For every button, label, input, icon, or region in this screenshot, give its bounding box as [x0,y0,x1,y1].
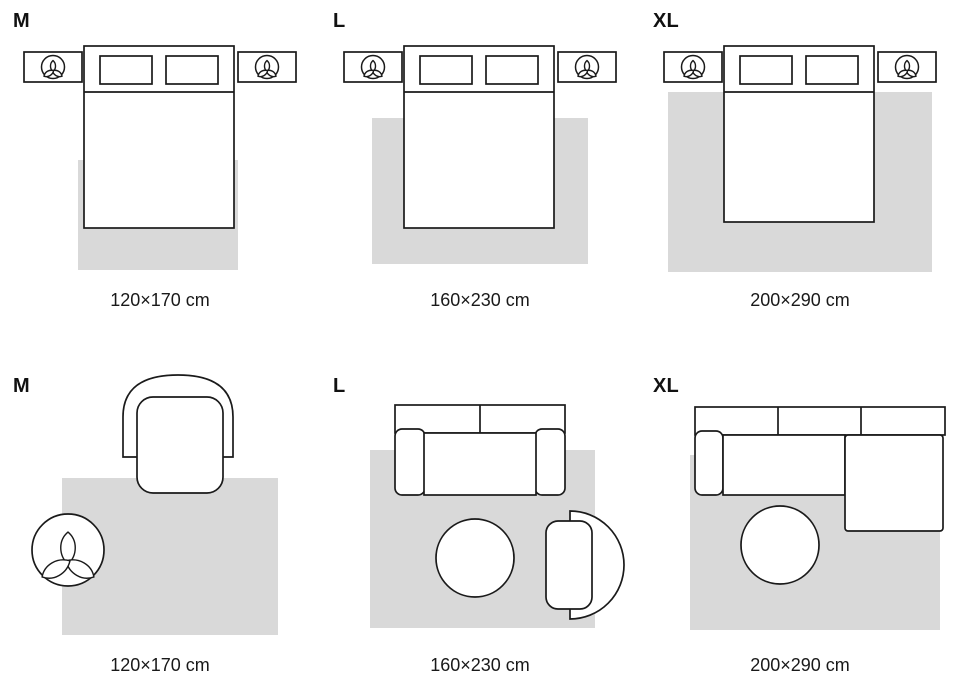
rug-dimensions: 200×290 cm [750,655,850,675]
pillow-left [739,55,793,85]
size-label: L [333,375,346,397]
sofa-armrest-right [534,428,566,496]
size-label: XL [653,10,679,32]
bedroom-scene-xl [663,45,937,272]
panel-bedroom-xl: XL 200×290 cm [640,0,960,345]
pillow-left [99,55,153,85]
nightstand-left [23,51,83,83]
sofa-chaise [844,434,944,532]
coffee-table [740,505,820,585]
sofa-armrest-left [694,430,724,496]
sectional-sofa [694,406,946,532]
size-label: L [333,10,346,32]
rug-dimensions: 120×170 cm [110,655,210,675]
panel-living-xl: XL 200×290 cm [640,345,960,690]
bed [83,45,235,229]
sofa-back [694,406,946,436]
armchair-seat [545,520,593,610]
panel-living-m: M 120×170 cm [0,345,320,690]
coffee-table [435,518,515,598]
sofa-seat [722,434,846,496]
sofa [394,404,566,496]
nightstand-right [877,51,937,83]
rug-dimensions: 120×170 cm [110,290,210,310]
panel-living-l: L 160×230 cm [320,345,640,690]
pillow-right [165,55,219,85]
rug-dimensions: 160×230 cm [430,655,530,675]
rug-dimensions: 160×230 cm [430,290,530,310]
size-label: XL [653,375,679,397]
sofa-armrest-left [394,428,426,496]
sofa-seat [423,432,537,496]
rug-dimensions: 200×290 cm [750,290,850,310]
armchair-seat [136,396,224,494]
armchair [122,374,234,494]
bed [723,45,875,223]
living-scene-m [31,374,278,635]
living-scene-l [370,404,625,628]
bedroom-scene-m [23,45,297,270]
panel-bedroom-m: M 120×170 cm [0,0,320,345]
size-label: M [13,10,30,32]
nightstand-left [663,51,723,83]
size-label: M [13,375,30,397]
pillow-left [419,55,473,85]
bed [403,45,555,229]
pillow-right [485,55,539,85]
nightstand-left [343,51,403,83]
armchair [545,510,625,620]
panel-bedroom-l: L 160×230 cm [320,0,640,345]
nightstand-right [237,51,297,83]
nightstand-right [557,51,617,83]
pouf-plant [31,513,105,587]
living-scene-xl [690,406,946,630]
bedroom-scene-l [343,45,617,264]
pillow-right [805,55,859,85]
